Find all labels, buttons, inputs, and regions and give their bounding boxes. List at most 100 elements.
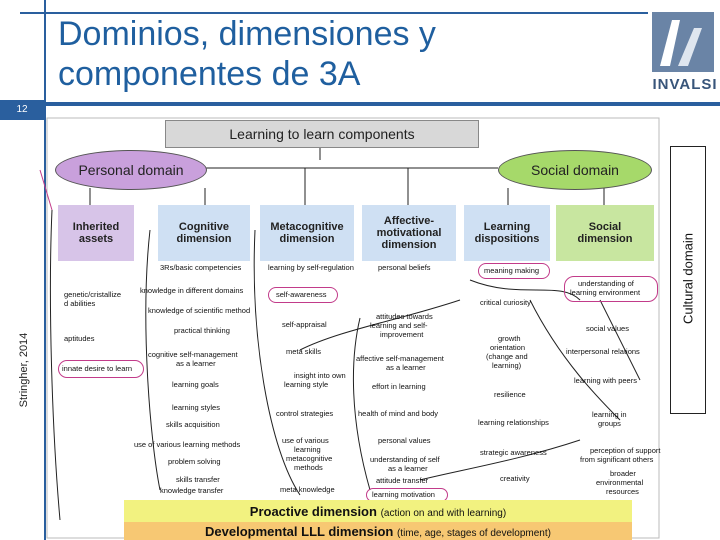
item-knowledge-domains: knowledge in different domains xyxy=(140,286,244,295)
bottom-curve-line xyxy=(419,439,581,481)
item-growth-2: orientation xyxy=(490,343,526,352)
item-meaning-making: meaning making xyxy=(484,266,540,275)
social-curve-line xyxy=(529,299,621,421)
item-aff-self-1: affective self-management xyxy=(356,354,444,363)
dimension-label: dimension xyxy=(279,233,335,245)
personal-domain-oval: Personal domain xyxy=(55,150,207,190)
item-growth-4: learning) xyxy=(492,361,522,370)
item-peers: learning with peers xyxy=(574,376,637,385)
proactive-subtitle: (action on and with learning) xyxy=(380,508,507,519)
item-cog-self-1: cognitive self-management xyxy=(148,350,238,359)
item-social-values: social values xyxy=(586,324,629,333)
item-support-1: perception of support xyxy=(590,446,661,455)
item-self-awareness: self-awareness xyxy=(276,290,327,299)
item-personal-values: personal values xyxy=(378,436,431,445)
item-interpersonal: interpersonal relations xyxy=(566,347,640,356)
item-strategic-awareness: strategic awareness xyxy=(480,448,547,457)
item-knowledge-method: knowledge of scientific method xyxy=(148,306,251,315)
mid-curve-line xyxy=(299,299,461,351)
item-attitudes-2: learning and self- xyxy=(370,321,428,330)
item-learning-styles: learning styles xyxy=(172,403,220,412)
item-critical-curiosity: critical curiosity xyxy=(480,298,531,307)
item-aff-self-2: as a learner xyxy=(386,363,426,372)
item-genetic-1: genetic/cristallize xyxy=(64,290,122,299)
left-vertical-rule xyxy=(44,0,46,540)
title-underline-bar xyxy=(44,102,720,106)
item-skills-transfer: skills transfer xyxy=(176,475,220,484)
slide-number: 12 xyxy=(0,100,44,120)
cultural-domain-label: Cultural domain xyxy=(680,232,696,325)
item-cog-self-2: as a learner xyxy=(176,359,216,368)
item-genetic-2: d abilities xyxy=(64,299,96,308)
dimension-label: assets xyxy=(78,233,114,245)
cultural-domain-box: Cultural domain xyxy=(670,146,706,414)
affective-curve-line xyxy=(352,317,371,491)
item-meta-1: use of various xyxy=(282,436,329,445)
logo-text: INVALSI xyxy=(652,76,718,93)
item-innate: innate desire to learn xyxy=(62,364,133,373)
accent-curve-line xyxy=(39,169,53,211)
dimension-label: Metacognitive xyxy=(270,221,344,233)
title-line-1: Dominios, dimensiones y xyxy=(58,15,436,53)
left-curve-line xyxy=(49,209,61,521)
item-meta-knowledge: meta knowledge xyxy=(280,485,335,494)
highlight-meaning-making xyxy=(478,263,550,279)
developmental-dimension-band: Developmental LLL dimension (time, age, … xyxy=(124,522,632,540)
item-support-2: from significant others xyxy=(580,455,654,464)
item-groups-1: learning in xyxy=(592,410,627,419)
item-meta-3: metacognitive xyxy=(286,454,333,463)
dimension-label: Affective- xyxy=(383,215,435,227)
item-self-regulation: learning by self-regulation xyxy=(268,263,354,272)
developmental-title: Developmental LLL dimension xyxy=(205,524,394,539)
dimension-label: dispositions xyxy=(474,233,540,245)
diagram-top-title: Learning to learn components xyxy=(165,120,479,148)
item-health: health of mind and body xyxy=(358,409,439,418)
item-effort: effort in learning xyxy=(372,382,426,391)
item-3rs: 3Rs/basic competencies xyxy=(160,263,242,272)
proactive-dimension-band: Proactive dimension (action on and with … xyxy=(124,500,632,522)
meta-curve-line xyxy=(253,229,301,496)
developmental-subtitle: (time, age, stages of development) xyxy=(396,528,551,539)
item-aptitudes: aptitudes xyxy=(64,334,95,343)
item-learning-goals: learning goals xyxy=(172,380,219,389)
item-personal-beliefs: personal beliefs xyxy=(378,263,431,272)
item-environment-2: learning environment xyxy=(570,288,641,297)
dimension-label: Inherited xyxy=(72,221,120,233)
title-line-2: componentes de 3A xyxy=(58,55,361,93)
item-meta-4: methods xyxy=(294,463,323,472)
item-meta-2: learning xyxy=(294,445,321,454)
social-domain-oval: Social domain xyxy=(498,150,652,190)
proactive-title: Proactive dimension xyxy=(249,504,377,519)
item-groups-2: groups xyxy=(598,419,621,428)
highlight-self-awareness xyxy=(268,287,338,303)
dimension-label: Learning xyxy=(483,221,531,233)
item-learning-relationships: learning relationships xyxy=(478,418,549,427)
item-attitude-transfer: attitude transfer xyxy=(376,476,429,485)
item-control-strategies: control strategies xyxy=(276,409,334,418)
dimension-label: dimension xyxy=(176,233,232,245)
item-understanding-1: understanding of self xyxy=(370,455,440,464)
item-growth-1: growth xyxy=(498,334,521,343)
item-motivation: learning motivation xyxy=(372,490,435,499)
dimension-label: dimension xyxy=(577,233,633,245)
dimension-label: dimension xyxy=(381,239,437,251)
logo-mark-icon xyxy=(652,12,714,72)
item-skills-acquisition: skills acquisition xyxy=(166,420,220,429)
item-self-appraisal: self-appraisal xyxy=(282,320,327,329)
header-top-rule xyxy=(20,12,648,14)
dimension-label: motivational xyxy=(376,227,442,239)
item-understanding-2: as a learner xyxy=(388,464,428,473)
item-insight-1: insight into own xyxy=(294,371,346,380)
cognitive-curve-line xyxy=(145,229,161,491)
item-knowledge-transfer: knowledge transfer xyxy=(160,486,224,495)
item-meta-skills: meta skills xyxy=(286,347,322,356)
item-problem-solving: problem solving xyxy=(168,457,221,466)
item-insight-2: learning style xyxy=(284,380,329,389)
right-curve-line xyxy=(599,299,641,381)
